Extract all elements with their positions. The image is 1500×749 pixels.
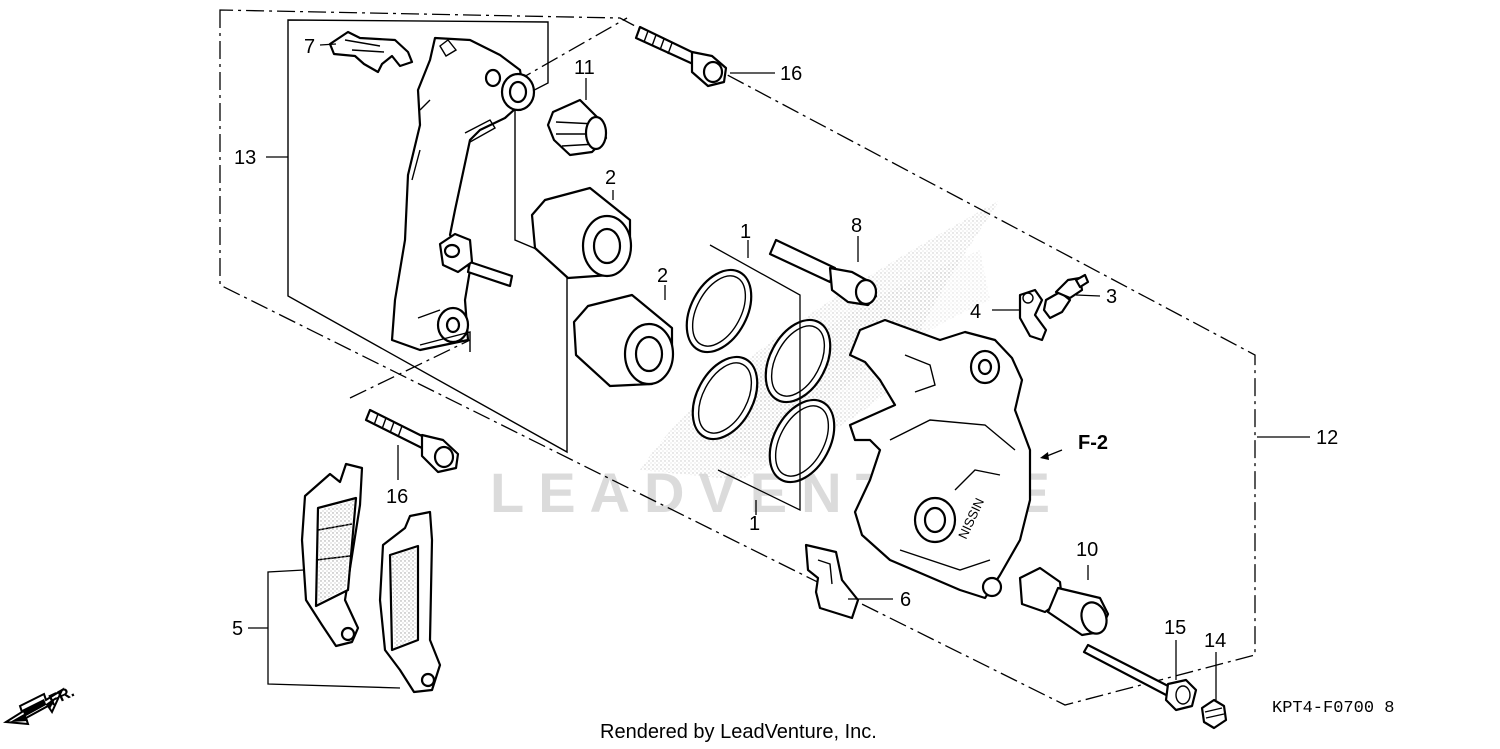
callout-8: 8 [851, 215, 862, 237]
callout-10: 10 [1076, 539, 1098, 561]
bleeder-cap [1018, 288, 1048, 342]
brake-pad-outer [300, 462, 364, 648]
bracket-pin [438, 232, 514, 288]
view-marker: F-2 [1078, 432, 1108, 454]
callout-15: 15 [1164, 617, 1186, 639]
piston-seal-set [685, 244, 836, 512]
footer-credit: Rendered by LeadVenture, Inc. [600, 721, 877, 743]
callout-3: 3 [1106, 286, 1117, 308]
diagram-code: KPT4-F0700 8 [1272, 699, 1394, 718]
callout-4: 4 [970, 301, 981, 323]
caliper-pin-bolt [768, 238, 878, 307]
flange-bolt-lower [364, 408, 460, 474]
callout-1-upper: 1 [740, 221, 751, 243]
bleeder-screw [1042, 273, 1090, 320]
direction-label: FR. [47, 683, 78, 709]
callout-13: 13 [234, 147, 256, 169]
callout-11: 11 [574, 57, 595, 79]
piston-lower [572, 293, 675, 388]
callout-1-lower: 1 [749, 513, 760, 535]
slide-pin [1018, 566, 1110, 637]
pad-spring [804, 543, 860, 620]
callout-16-upper: 16 [780, 63, 802, 85]
piston-upper [530, 186, 633, 280]
callout-5: 5 [232, 618, 243, 640]
callout-6: 6 [900, 589, 911, 611]
caliper-bracket [390, 36, 536, 352]
brake-pad-inner [378, 510, 442, 694]
bracket-assembly-outline [287, 19, 568, 454]
callout-12: 12 [1316, 427, 1338, 449]
callout-7: 7 [304, 36, 315, 58]
pad-pin-plug [1200, 698, 1228, 730]
pin-boot [546, 98, 608, 157]
caliper-body: NISSIN [848, 318, 1032, 600]
flange-bolt-upper [634, 25, 728, 88]
front-direction-arrow: FR. [2, 683, 78, 726]
callout-14: 14 [1204, 630, 1226, 652]
caliper-assembly-outline [219, 9, 1256, 706]
callout-2-upper: 2 [605, 167, 616, 189]
pad-retainer-spring [328, 30, 414, 74]
pad-pin [1082, 643, 1198, 712]
callout-2-lower: 2 [657, 265, 668, 287]
callout-16-lower: 16 [386, 486, 408, 508]
